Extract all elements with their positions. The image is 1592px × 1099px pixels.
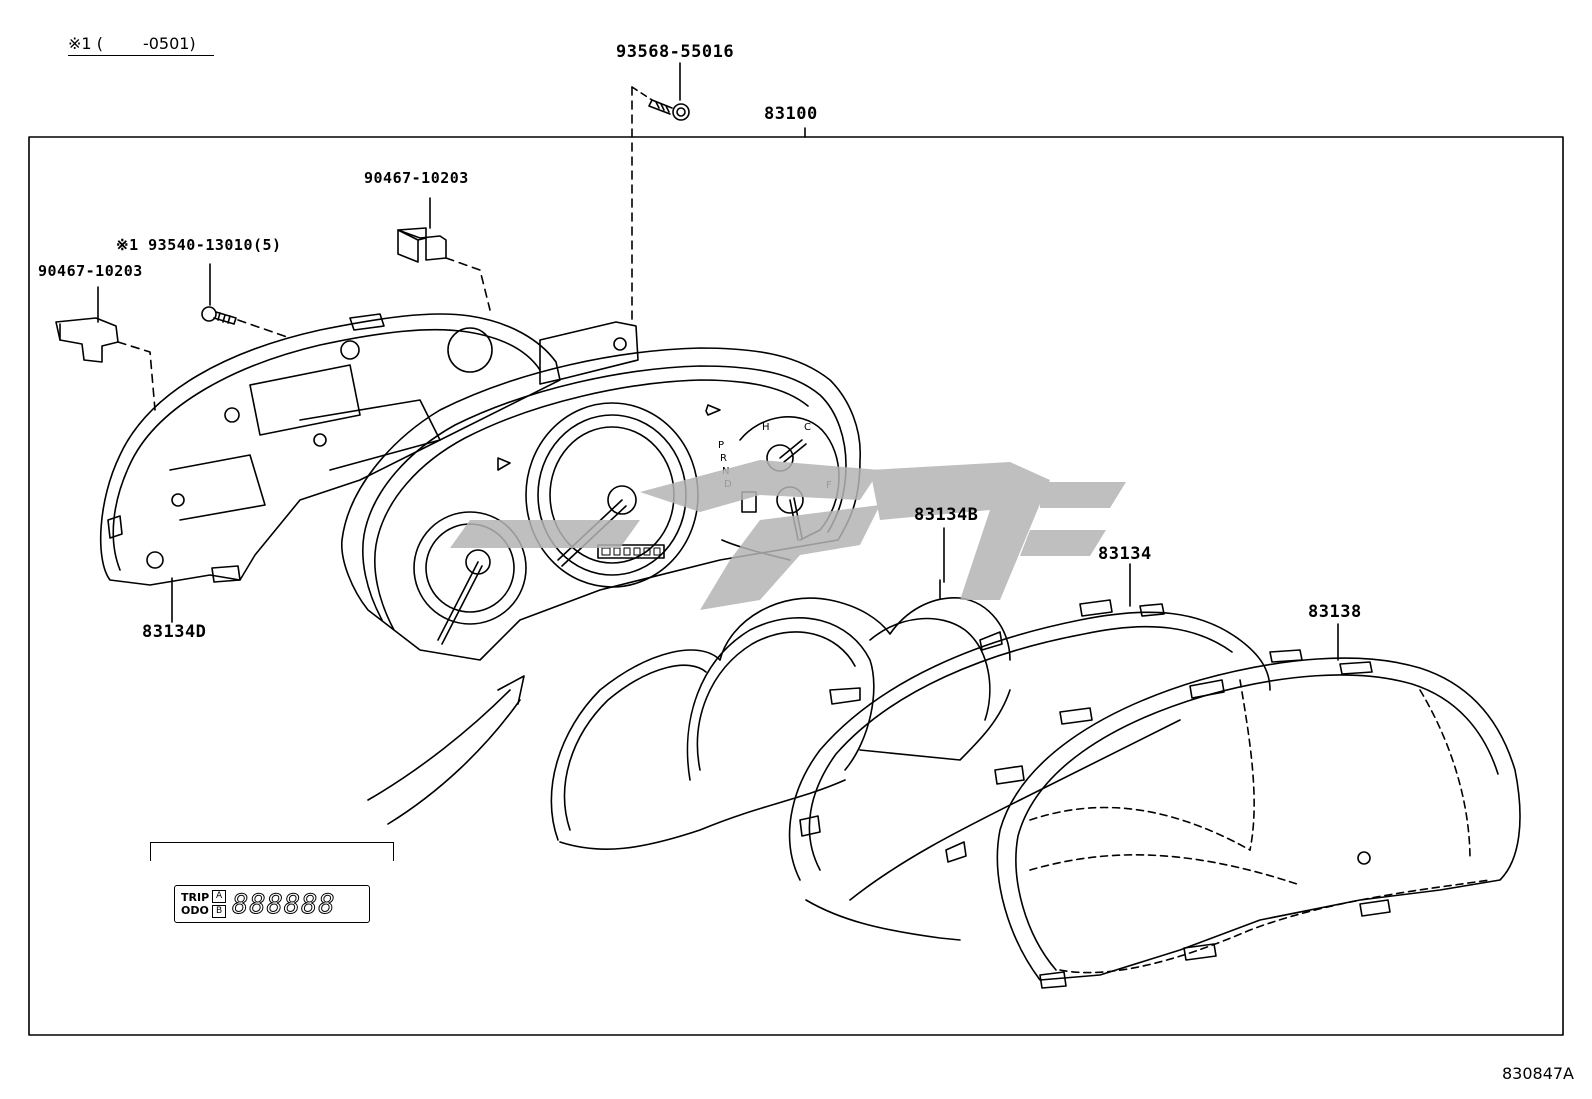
svg-text:C: C xyxy=(804,422,811,433)
label-screw-left: ※1 93540-13010(5) xyxy=(116,236,282,254)
svg-text:H: H xyxy=(762,422,770,433)
label-rear-case: 83134D xyxy=(142,622,207,642)
mode-odo: ODO xyxy=(181,904,209,917)
figure-id: 830847A xyxy=(1501,1064,1574,1083)
screw-left-icon xyxy=(201,263,237,325)
label-assembly: 83100 xyxy=(764,104,818,124)
trip-selector: A B xyxy=(212,889,227,919)
callout-arrow xyxy=(367,675,525,825)
svg-text:R: R xyxy=(720,453,727,464)
label-front-ring: 83134 xyxy=(1098,544,1152,564)
dial-plate-outline xyxy=(550,579,1011,850)
watermark-logo xyxy=(450,460,1126,610)
display-mode-labels: TRIP ODO xyxy=(181,891,209,917)
front-ring-outline xyxy=(788,599,1271,941)
svg-text:P: P xyxy=(718,440,724,451)
note-range-open: ( xyxy=(96,34,103,53)
display-detail-bracket xyxy=(150,842,394,861)
label-dial-plate: 83134B xyxy=(914,505,979,525)
screw-top-icon xyxy=(648,62,690,121)
mode-trip: TRIP xyxy=(181,891,210,904)
applicability-note: ※1 ( -0501) xyxy=(68,34,214,56)
note-range-value: -0501) xyxy=(142,34,196,53)
note-mark: ※1 xyxy=(68,34,92,53)
clip-upper-icon xyxy=(397,197,447,263)
trip-b-indicator: B xyxy=(212,905,227,918)
label-clip-left: 90467-10203 xyxy=(38,262,143,280)
rear-case-outline xyxy=(99,313,561,586)
label-screw-top: 93568-55016 xyxy=(616,42,735,62)
assembly-frame xyxy=(28,136,1564,1036)
mount-bracket xyxy=(539,321,639,385)
clip-left-icon xyxy=(55,286,119,363)
trip-a-indicator: A xyxy=(212,890,227,903)
display-digits: 888888 xyxy=(232,888,336,920)
glass-outline xyxy=(994,649,1521,989)
label-glass: 83138 xyxy=(1308,602,1362,622)
meter-cluster-body xyxy=(341,347,861,661)
label-clip-upper: 90467-10203 xyxy=(364,169,469,187)
odometer-display: TRIP ODO A B 888888 xyxy=(174,885,370,923)
